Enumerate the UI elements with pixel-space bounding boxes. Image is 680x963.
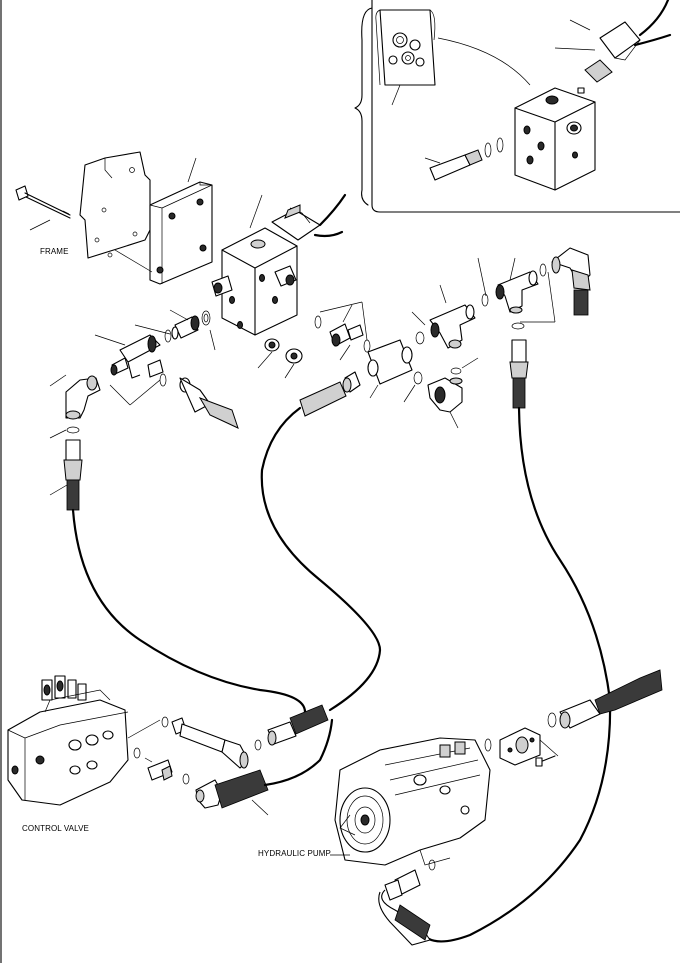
hose-end-suction [378, 859, 436, 946]
inset-solenoid [554, 0, 672, 94]
inset-valve-block [514, 87, 596, 191]
o-ring-icon [66, 426, 80, 434]
seal-kit-card [375, 9, 436, 86]
leader-line [391, 84, 401, 106]
pipe-fitting-cv [171, 717, 249, 769]
mounting-bolt [15, 185, 71, 231]
label-control-valve: CONTROL VALVE [22, 824, 89, 833]
elbow-fitting-cv [195, 769, 269, 809]
plug-fitting [257, 338, 303, 379]
tee-fitting-center [429, 284, 476, 349]
frame-bracket [79, 151, 151, 259]
o-ring-icon [484, 738, 492, 752]
adapter-fitting [171, 315, 200, 340]
connector-center [329, 323, 364, 347]
inset-cartridge [424, 137, 504, 181]
hose-line [418, 406, 612, 943]
hydraulic-pump [334, 737, 491, 866]
o-ring-icon [314, 315, 322, 329]
main-valve-block [211, 194, 298, 336]
elbow-fitting-right [551, 247, 591, 316]
inset-border [371, 0, 680, 213]
inset-detail [354, 0, 680, 213]
solenoid-coil [271, 193, 347, 241]
hose-end-tee [179, 377, 239, 429]
hose-end-pump [559, 669, 663, 729]
label-frame: FRAME [40, 247, 69, 256]
union-fitting [367, 339, 413, 385]
hose-end-left [49, 439, 83, 511]
elbow-fitting-center [427, 377, 463, 429]
gasket-plate [149, 157, 213, 285]
hose-line [263, 718, 334, 787]
hose-end-cv [267, 704, 329, 746]
check-valve-cv [144, 757, 173, 781]
label-hydraulic-pump: HYDRAULIC PUMP [258, 849, 331, 858]
flange-fitting [499, 727, 541, 766]
o-ring-icon [161, 716, 169, 728]
elbow-fitting-left [49, 374, 101, 420]
tee-fitting-right [495, 257, 539, 314]
tee-fitting-left [110, 334, 164, 379]
hose-end-center [299, 371, 361, 417]
hose-line [260, 406, 382, 712]
hose-end-right [509, 339, 529, 409]
o-ring-icon [201, 310, 211, 326]
o-ring-icon [392, 32, 408, 48]
control-valve [7, 675, 129, 806]
inset-brace [354, 7, 373, 206]
bolt-pump [535, 739, 559, 767]
hose-line [71, 508, 307, 714]
